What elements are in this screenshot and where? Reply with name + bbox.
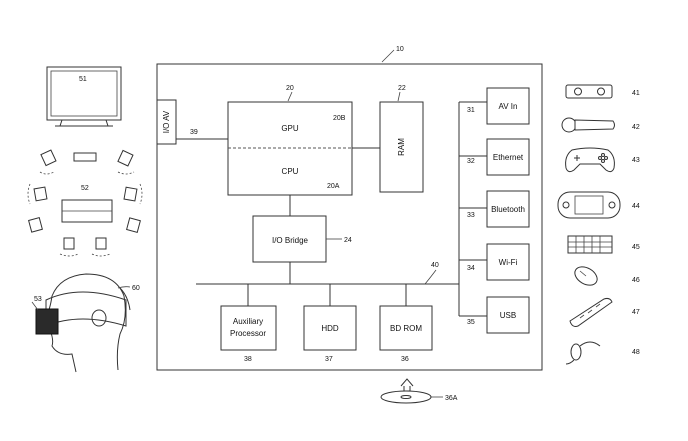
insert-arrow-icon [400, 378, 414, 392]
ram-leader [397, 91, 401, 102]
peripheral-ref-45: 45 [632, 244, 640, 251]
disc-icon [380, 390, 432, 404]
peripheral-ref-42: 42 [632, 124, 640, 131]
head-leader [117, 286, 131, 289]
hmd-display-ref: 53 [34, 296, 42, 303]
io-bridge-box [252, 215, 327, 263]
processor-leader [287, 91, 293, 102]
handheld-console-icon [557, 191, 621, 219]
tv-icon [46, 66, 122, 127]
peripheral-ref-47: 47 [632, 309, 640, 316]
ram-box [379, 101, 424, 193]
interface-wifi-label: Wi-Fi [499, 258, 518, 267]
interface-bluetooth: Bluetooth 33 [459, 190, 530, 228]
hdd-label: HDD [321, 324, 339, 333]
io-av-label: I/O AV [162, 110, 171, 133]
interface-av-in: AV In 31 [459, 87, 530, 125]
bdrom-ref: 36 [401, 356, 409, 363]
peripheral-ref-44: 44 [632, 203, 640, 210]
interface-usb-ref: 35 [467, 319, 475, 326]
interface-ethernet-ref: 32 [467, 158, 475, 165]
gamepad-icon [565, 147, 615, 173]
remote-control-icon [569, 297, 613, 327]
cpu-label: CPU [282, 167, 299, 176]
bdrom-box [379, 305, 433, 351]
interface-usb: USB 35 [459, 296, 530, 334]
aux-ref: 38 [244, 356, 252, 363]
interface-wifi: Wi-Fi 34 [459, 243, 530, 281]
interface-wifi-ref: 34 [467, 265, 475, 272]
mouse-icon [574, 266, 598, 286]
interface-bluetooth-ref: 33 [467, 212, 475, 219]
interface-bluetooth-label: Bluetooth [491, 205, 525, 214]
interface-ethernet-label: Ethernet [493, 153, 524, 162]
ram-ref: 22 [398, 85, 406, 92]
peripheral-ref-48: 48 [632, 349, 640, 356]
bus-ref: 40 [431, 262, 439, 269]
aux-label-1: Auxiliary [233, 317, 263, 326]
headset-icon [565, 341, 601, 365]
aux-box [220, 305, 277, 351]
hmd-user-icon [45, 273, 131, 373]
aux-label-2: Processor [230, 329, 266, 338]
gpu-label: GPU [281, 124, 299, 133]
hdd-ref: 37 [325, 356, 333, 363]
motion-controller-icon [561, 117, 615, 133]
hmd-display-icon [35, 308, 59, 335]
hmd-display-leader [31, 301, 39, 311]
interface-av-in-label: AV In [499, 102, 518, 111]
camera-icon [565, 84, 613, 99]
peripheral-ref-41: 41 [632, 90, 640, 97]
head-ref: 60 [132, 285, 140, 292]
io-av-box [156, 99, 177, 145]
peripheral-ref-43: 43 [632, 157, 640, 164]
ram-label: RAM [397, 138, 406, 156]
hdd-box [303, 305, 357, 351]
system-ref: 10 [396, 46, 404, 53]
io-bridge-label: I/O Bridge [272, 236, 309, 245]
processor-ref: 20 [286, 85, 294, 92]
cpu-ref: 20A [327, 183, 340, 190]
io-bridge-ref: 24 [344, 237, 352, 244]
gpu-ref: 20B [333, 115, 346, 122]
peripheral-ref-46: 46 [632, 277, 640, 284]
interface-ethernet: Ethernet 32 [459, 138, 530, 176]
tv-ref: 51 [79, 76, 87, 83]
bdrom-label: BD ROM [390, 324, 422, 333]
system-leader [381, 49, 395, 63]
keyboard-icon [567, 235, 613, 254]
disc-ref: 36A [445, 395, 458, 402]
interface-usb-label: USB [500, 311, 516, 320]
bus-leader [424, 269, 437, 285]
surround-speakers-icon [27, 149, 143, 257]
speakers-ref: 52 [81, 185, 89, 192]
io-av-ref: 39 [190, 129, 198, 136]
interface-av-in-ref: 31 [467, 107, 475, 114]
